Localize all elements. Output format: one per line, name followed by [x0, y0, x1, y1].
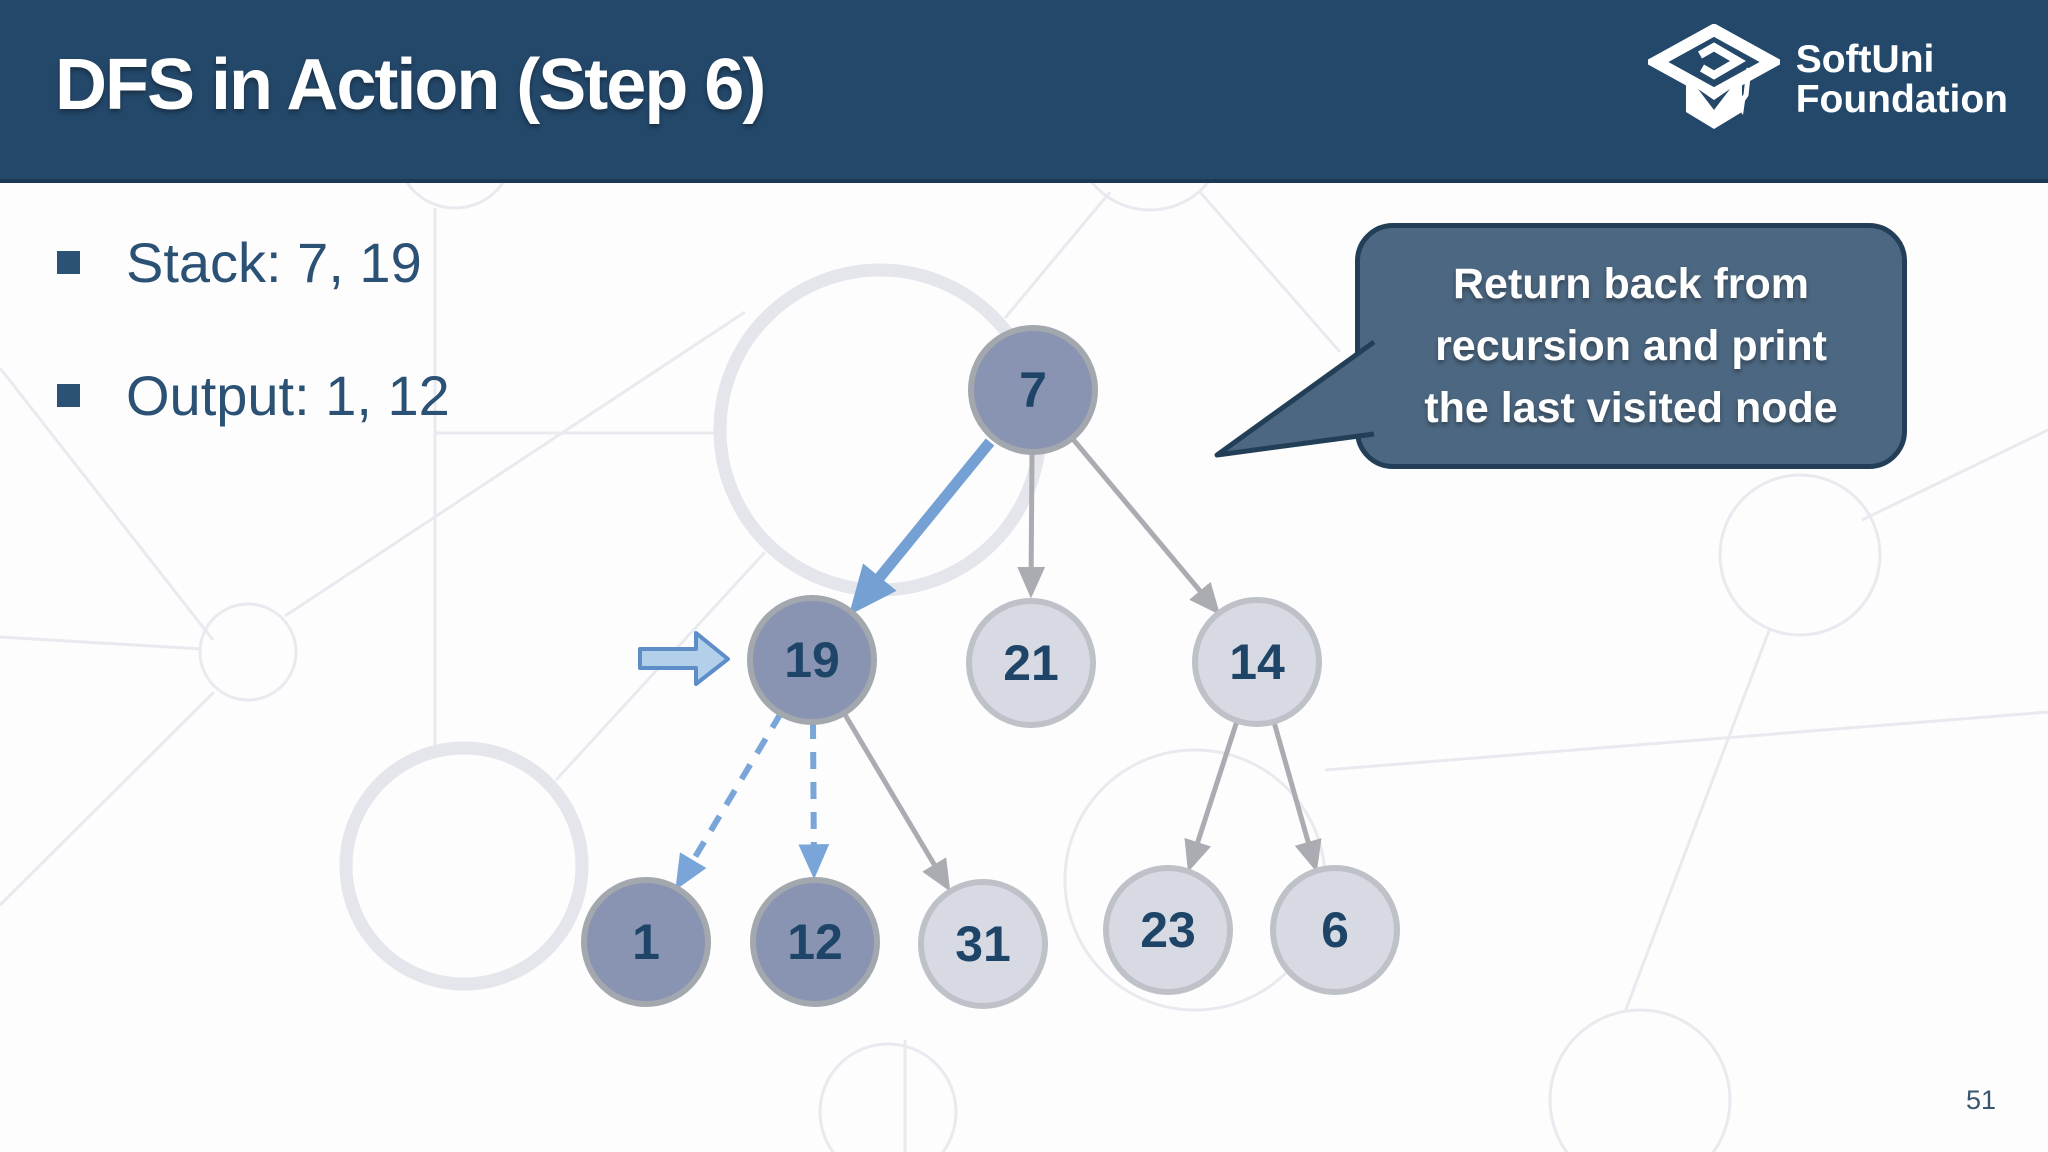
bullet-square-icon — [57, 383, 80, 407]
svg-text:7: 7 — [1019, 362, 1047, 418]
svg-text:1: 1 — [632, 914, 660, 970]
tree-node-14: 14 — [1192, 597, 1322, 727]
graduation-cap-icon — [1647, 24, 1780, 129]
tree-edge-19-31 — [841, 711, 951, 892]
bullet-output-text: Output: 1, 12 — [126, 363, 450, 427]
logo-line2: Foundation — [1795, 78, 2008, 121]
tree-node-23: 23 — [1103, 865, 1233, 995]
bullet-output: Output: 1, 12 — [57, 359, 450, 431]
svg-text:19: 19 — [784, 632, 840, 688]
header-bar: DFS in Action (Step 6) SoftUni Foundatio… — [0, 0, 2048, 183]
softuni-logo: SoftUni Foundation — [1647, 24, 2008, 136]
tree-edge-14-23 — [1184, 720, 1240, 873]
tree-edge-7-14 — [1070, 436, 1221, 615]
tree-nodes: 7 19 21 14 1 12 31 23 6 — [581, 325, 1400, 1009]
tree-node-19: 19 — [747, 595, 877, 725]
tree-edge-14-6 — [1271, 721, 1322, 873]
tree-edges — [675, 436, 1322, 892]
callout-tail — [1214, 339, 1376, 458]
logo-line1: SoftUni — [1795, 38, 1935, 81]
tree-node-7: 7 — [968, 325, 1098, 455]
tree-node-12: 12 — [750, 877, 880, 1007]
bullet-stack-text: Stack: 7, 19 — [126, 230, 422, 294]
tree-node-31: 31 — [918, 879, 1048, 1009]
svg-text:31: 31 — [955, 916, 1011, 972]
svg-text:14: 14 — [1229, 634, 1285, 690]
callout-line: the last visited node — [1424, 384, 1838, 432]
svg-text:6: 6 — [1321, 902, 1349, 958]
tree-edge-7-21 — [1017, 451, 1046, 599]
tree-edge-7-19 — [848, 438, 995, 616]
tree-node-6: 6 — [1270, 865, 1400, 995]
bullet-stack: Stack: 7, 19 — [57, 226, 422, 298]
bullet-square-icon — [57, 250, 80, 274]
callout-line: recursion and print — [1435, 322, 1827, 370]
slide-title: DFS in Action (Step 6) — [55, 45, 766, 125]
svg-text:23: 23 — [1140, 902, 1196, 958]
tree-node-1: 1 — [581, 877, 711, 1007]
svg-text:21: 21 — [1003, 635, 1059, 691]
tree-edge-19-12 — [798, 721, 830, 880]
current-node-pointer-icon — [638, 631, 730, 686]
page-number: 51 — [1965, 1085, 1996, 1115]
callout-bubble: Return back from recursion and print the… — [1355, 223, 1907, 469]
svg-text:12: 12 — [787, 914, 843, 970]
callout-line: Return back from — [1452, 260, 1809, 308]
logo-text: SoftUni Foundation — [1796, 40, 2008, 120]
tree-node-21: 21 — [966, 598, 1096, 728]
tree-edge-19-1 — [675, 711, 784, 891]
